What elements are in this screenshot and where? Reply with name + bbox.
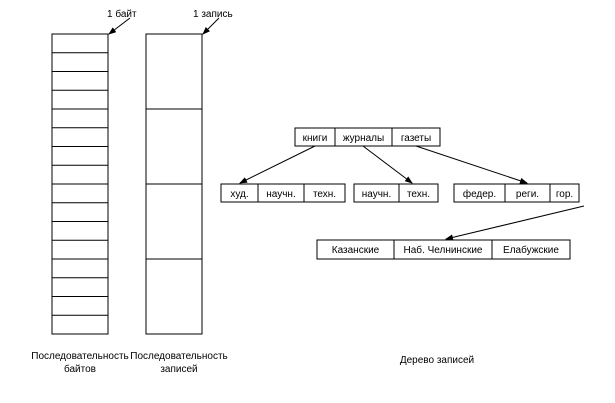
tree-key-books: книги	[303, 133, 328, 144]
edge-city-papers	[445, 205, 585, 241]
tree-books-box	[220, 183, 346, 203]
byte-pointer-arrow	[108, 17, 131, 35]
tree-key-kazan: Казанские	[332, 245, 380, 256]
tree-edges	[239, 145, 585, 241]
tree-key-city: гор.	[556, 189, 573, 200]
tree-caption: Дерево записей	[400, 355, 474, 366]
byte-sequence-caption-line1: Последовательность	[31, 351, 128, 362]
tree-key-books-tech: техн.	[313, 189, 336, 200]
record-sequence: 1 запись	[145, 9, 233, 335]
edge-journals	[362, 145, 413, 184]
record-sequence-caption-line1: Последовательность	[130, 351, 227, 362]
tree-key-journals: журналы	[343, 133, 384, 144]
byte-dividers	[52, 52, 108, 316]
tree-key-naberezhnye-chelny: Наб. Челнинские	[404, 244, 483, 256]
tree-key-journals-tech: техн.	[407, 189, 430, 200]
byte-sequence: 1 байт	[51, 8, 137, 335]
tree-key-regional: реги.	[516, 189, 539, 200]
tree-books-node: худ. научн. техн.	[220, 183, 346, 203]
tree-newspapers-node: федер. реги. гор.	[453, 183, 580, 203]
tree-key-yelabuga: Елабужские	[503, 244, 559, 256]
tree-key-newspapers: газеты	[401, 133, 431, 144]
tree-root-box	[294, 127, 441, 147]
tree-city-papers-node: Казанские Наб. Челнинские Елабужские	[316, 239, 571, 260]
tree-root-node: книги журналы газеты	[294, 127, 441, 147]
byte-pointer-label: 1 байт	[107, 8, 137, 20]
tree-journals-box	[353, 183, 439, 203]
record-pointer-label: 1 запись	[193, 9, 233, 20]
byte-sequence-caption-line2: байтов	[64, 363, 96, 375]
tree-key-federal: федер.	[463, 188, 496, 200]
edge-newspapers	[415, 145, 528, 184]
tree-key-journals-science: научн.	[362, 189, 391, 200]
record-sequence-caption-line2: записей	[160, 364, 197, 375]
tree-newspapers-box	[453, 183, 580, 203]
edge-books	[239, 145, 316, 184]
tree-key-books-science: научн.	[266, 189, 295, 200]
record-pointer-arrow	[202, 17, 220, 35]
tree-key-fiction: худ.	[230, 189, 248, 200]
tree-journals-node: научн. техн.	[353, 183, 439, 203]
tree-city-papers-box	[316, 239, 571, 260]
